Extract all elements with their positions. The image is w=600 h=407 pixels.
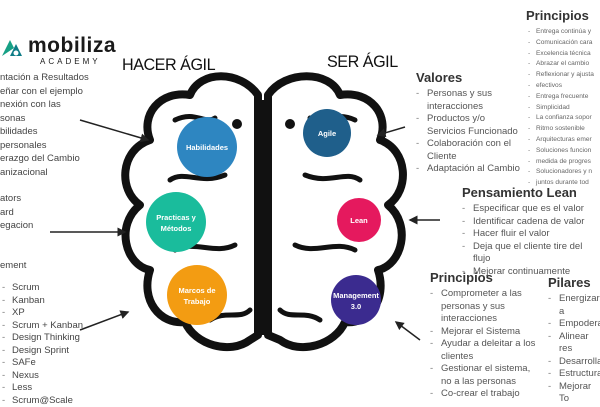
list-item: Hacer fluir el valor bbox=[462, 228, 600, 241]
node-label: Practicas y bbox=[156, 213, 196, 222]
principios-top-list: Entrega continúa y Comunicación cara Exc… bbox=[528, 27, 600, 189]
list-item: Excelencia técnica bbox=[528, 49, 600, 60]
list-item: Comprometer a las personas y sus interac… bbox=[430, 288, 542, 326]
list-item: Productos y/o Servicios Funcionado bbox=[416, 113, 526, 138]
list-item: Personas y sus interacciones bbox=[416, 88, 526, 113]
pilares-list: Energizar a Empodera Alinear res Desarro… bbox=[548, 293, 600, 406]
list-item: Soluciones funcion bbox=[528, 146, 600, 157]
list-item: Especificar que es el valor bbox=[462, 203, 600, 216]
node-label: Marcos de bbox=[178, 286, 215, 295]
list-item: Adaptación al Cambio bbox=[416, 163, 526, 176]
node-label-2: 3.0 bbox=[351, 302, 361, 311]
list-item: Alinear res bbox=[548, 331, 600, 356]
list-item: Solucionadores y n bbox=[528, 167, 600, 178]
brain-fold bbox=[295, 245, 355, 250]
list-item: Abrazar el cambio bbox=[528, 59, 600, 70]
arrow-right-bottom bbox=[396, 322, 420, 340]
principios-top-title: Principios bbox=[526, 8, 589, 23]
lean-title: Pensamiento Lean bbox=[462, 185, 577, 200]
node-label-2: Trabajo bbox=[184, 297, 211, 306]
list-item: Reflexionar y ajusta bbox=[528, 70, 600, 81]
node-practicas: Practicas y Métodos bbox=[146, 192, 206, 252]
list-item: Mejorar el Sistema bbox=[430, 326, 542, 339]
node-label: Lean bbox=[350, 216, 368, 225]
node-management: Management 3.0 bbox=[331, 275, 381, 325]
node-habilidades: Habilidades bbox=[177, 117, 237, 177]
arrow-left-bottom bbox=[80, 312, 128, 330]
list-item: Energizar a bbox=[548, 293, 600, 318]
list-item: Identificar cadena de valor bbox=[462, 216, 600, 229]
list-item: Entrega frecuente bbox=[528, 92, 600, 103]
list-item: Deja que el cliente tire del flujo bbox=[462, 241, 600, 266]
list-item: Ritmo sostenible bbox=[528, 124, 600, 135]
list-item: Arquitecturas emer bbox=[528, 135, 600, 146]
brain-dot bbox=[232, 119, 242, 129]
node-agile: Agile bbox=[303, 109, 351, 157]
arrow-left-top bbox=[80, 120, 148, 140]
list-item: Comunicación cara bbox=[528, 38, 600, 49]
node-label: Agile bbox=[318, 129, 336, 138]
list-item: Mejorar To bbox=[548, 381, 600, 406]
list-item: Ayudar a deleitar a los clientes bbox=[430, 338, 542, 363]
list-item: Entrega continúa y bbox=[528, 27, 600, 38]
list-item: medida de progres bbox=[528, 157, 600, 168]
list-item: Empodera bbox=[548, 318, 600, 331]
principios-bottom-title: Principios bbox=[430, 270, 493, 285]
node-label-2: Métodos bbox=[161, 224, 192, 233]
node-label: Management bbox=[333, 291, 379, 300]
node-circle bbox=[331, 275, 381, 325]
list-item: Gestionar el sistema, no a las personas bbox=[430, 363, 542, 388]
node-circle bbox=[167, 265, 227, 325]
brain-dot bbox=[285, 119, 295, 129]
valores-title: Valores bbox=[416, 70, 462, 85]
list-item: Estructura bbox=[548, 368, 600, 381]
pilares-title: Pilares bbox=[548, 275, 591, 290]
node-label: Habilidades bbox=[186, 143, 228, 152]
brain-fold bbox=[170, 175, 225, 180]
list-item: Simplicidad bbox=[528, 103, 600, 114]
node-marcos: Marcos de Trabajo bbox=[167, 265, 227, 325]
list-item: Co-crear el trabajo bbox=[430, 388, 542, 401]
valores-list: Personas y sus interacciones Productos y… bbox=[416, 88, 526, 176]
list-item: efectivos bbox=[528, 81, 600, 92]
node-lean: Lean bbox=[337, 198, 381, 242]
node-circle bbox=[146, 192, 206, 252]
list-item: Colaboración con el Cliente bbox=[416, 138, 526, 163]
brain-fold bbox=[305, 175, 360, 180]
list-item: La confianza sopor bbox=[528, 113, 600, 124]
principios-bottom-list: Comprometer a las personas y sus interac… bbox=[430, 288, 542, 401]
list-item: Desarrolla bbox=[548, 356, 600, 369]
lean-list: Especificar que es el valor Identificar … bbox=[462, 203, 600, 278]
